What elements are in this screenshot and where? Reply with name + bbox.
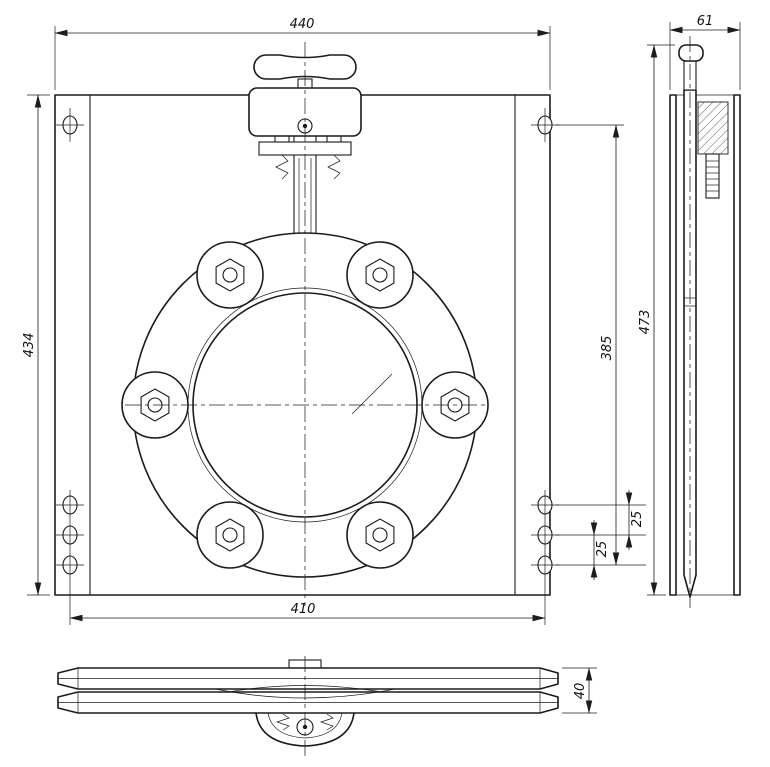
dim-label-hole-pitch-lower: 25 xyxy=(595,541,610,558)
dim-bottom-hole-span: 410 xyxy=(69,582,546,625)
handle-profile xyxy=(678,44,704,62)
dim-overall-height: 473 xyxy=(638,44,675,596)
spring-left-bottom xyxy=(275,713,290,731)
bolt-boss-top-left xyxy=(196,241,264,309)
dim-side-depth: 61 xyxy=(669,14,741,90)
spring-right xyxy=(327,154,341,180)
threaded-rod xyxy=(705,153,720,199)
mounting-holes xyxy=(56,108,559,582)
bolt-boss-top-right xyxy=(346,241,414,309)
dim-hole-span-height: 385 xyxy=(556,124,646,566)
bottom-view xyxy=(57,656,559,756)
handle-assembly xyxy=(248,54,362,137)
diagonal-mark xyxy=(351,373,393,415)
t-handle xyxy=(253,54,357,80)
dim-hole-pitch-upper: 25 xyxy=(556,490,646,550)
dim-label-overall-height: 473 xyxy=(638,310,653,335)
front-view xyxy=(54,42,559,606)
dim-label-stack-thickness: 40 xyxy=(573,683,588,700)
front-centerlines xyxy=(125,42,485,606)
front-plate-profile xyxy=(669,94,677,596)
dim-stack-thickness: 40 xyxy=(562,667,597,714)
dim-label-front-width: 440 xyxy=(290,17,315,32)
spring-left xyxy=(275,154,289,180)
dim-label-side-depth: 61 xyxy=(697,14,714,29)
dim-label-hole-span-height: 385 xyxy=(600,336,615,361)
dim-label-hole-pitch-upper: 25 xyxy=(630,511,645,528)
side-view xyxy=(669,36,741,608)
dim-label-bottom-hole-span: 410 xyxy=(291,602,316,617)
dimension-annotations: 440 61 434 473 385 xyxy=(22,14,741,714)
dim-hole-pitch-lower: 25 xyxy=(590,520,610,580)
clamp-block-section xyxy=(697,101,729,155)
spring-right-bottom xyxy=(319,713,334,731)
bolt-boss-bottom-right xyxy=(346,501,414,569)
dim-front-width: 440 xyxy=(54,17,551,90)
dim-label-front-height: 434 xyxy=(22,333,37,358)
hole-center-ticks xyxy=(56,108,559,582)
back-plate-profile xyxy=(733,94,741,596)
bolt-boss-bottom-left xyxy=(196,501,264,569)
dim-front-height: 434 xyxy=(22,94,50,596)
